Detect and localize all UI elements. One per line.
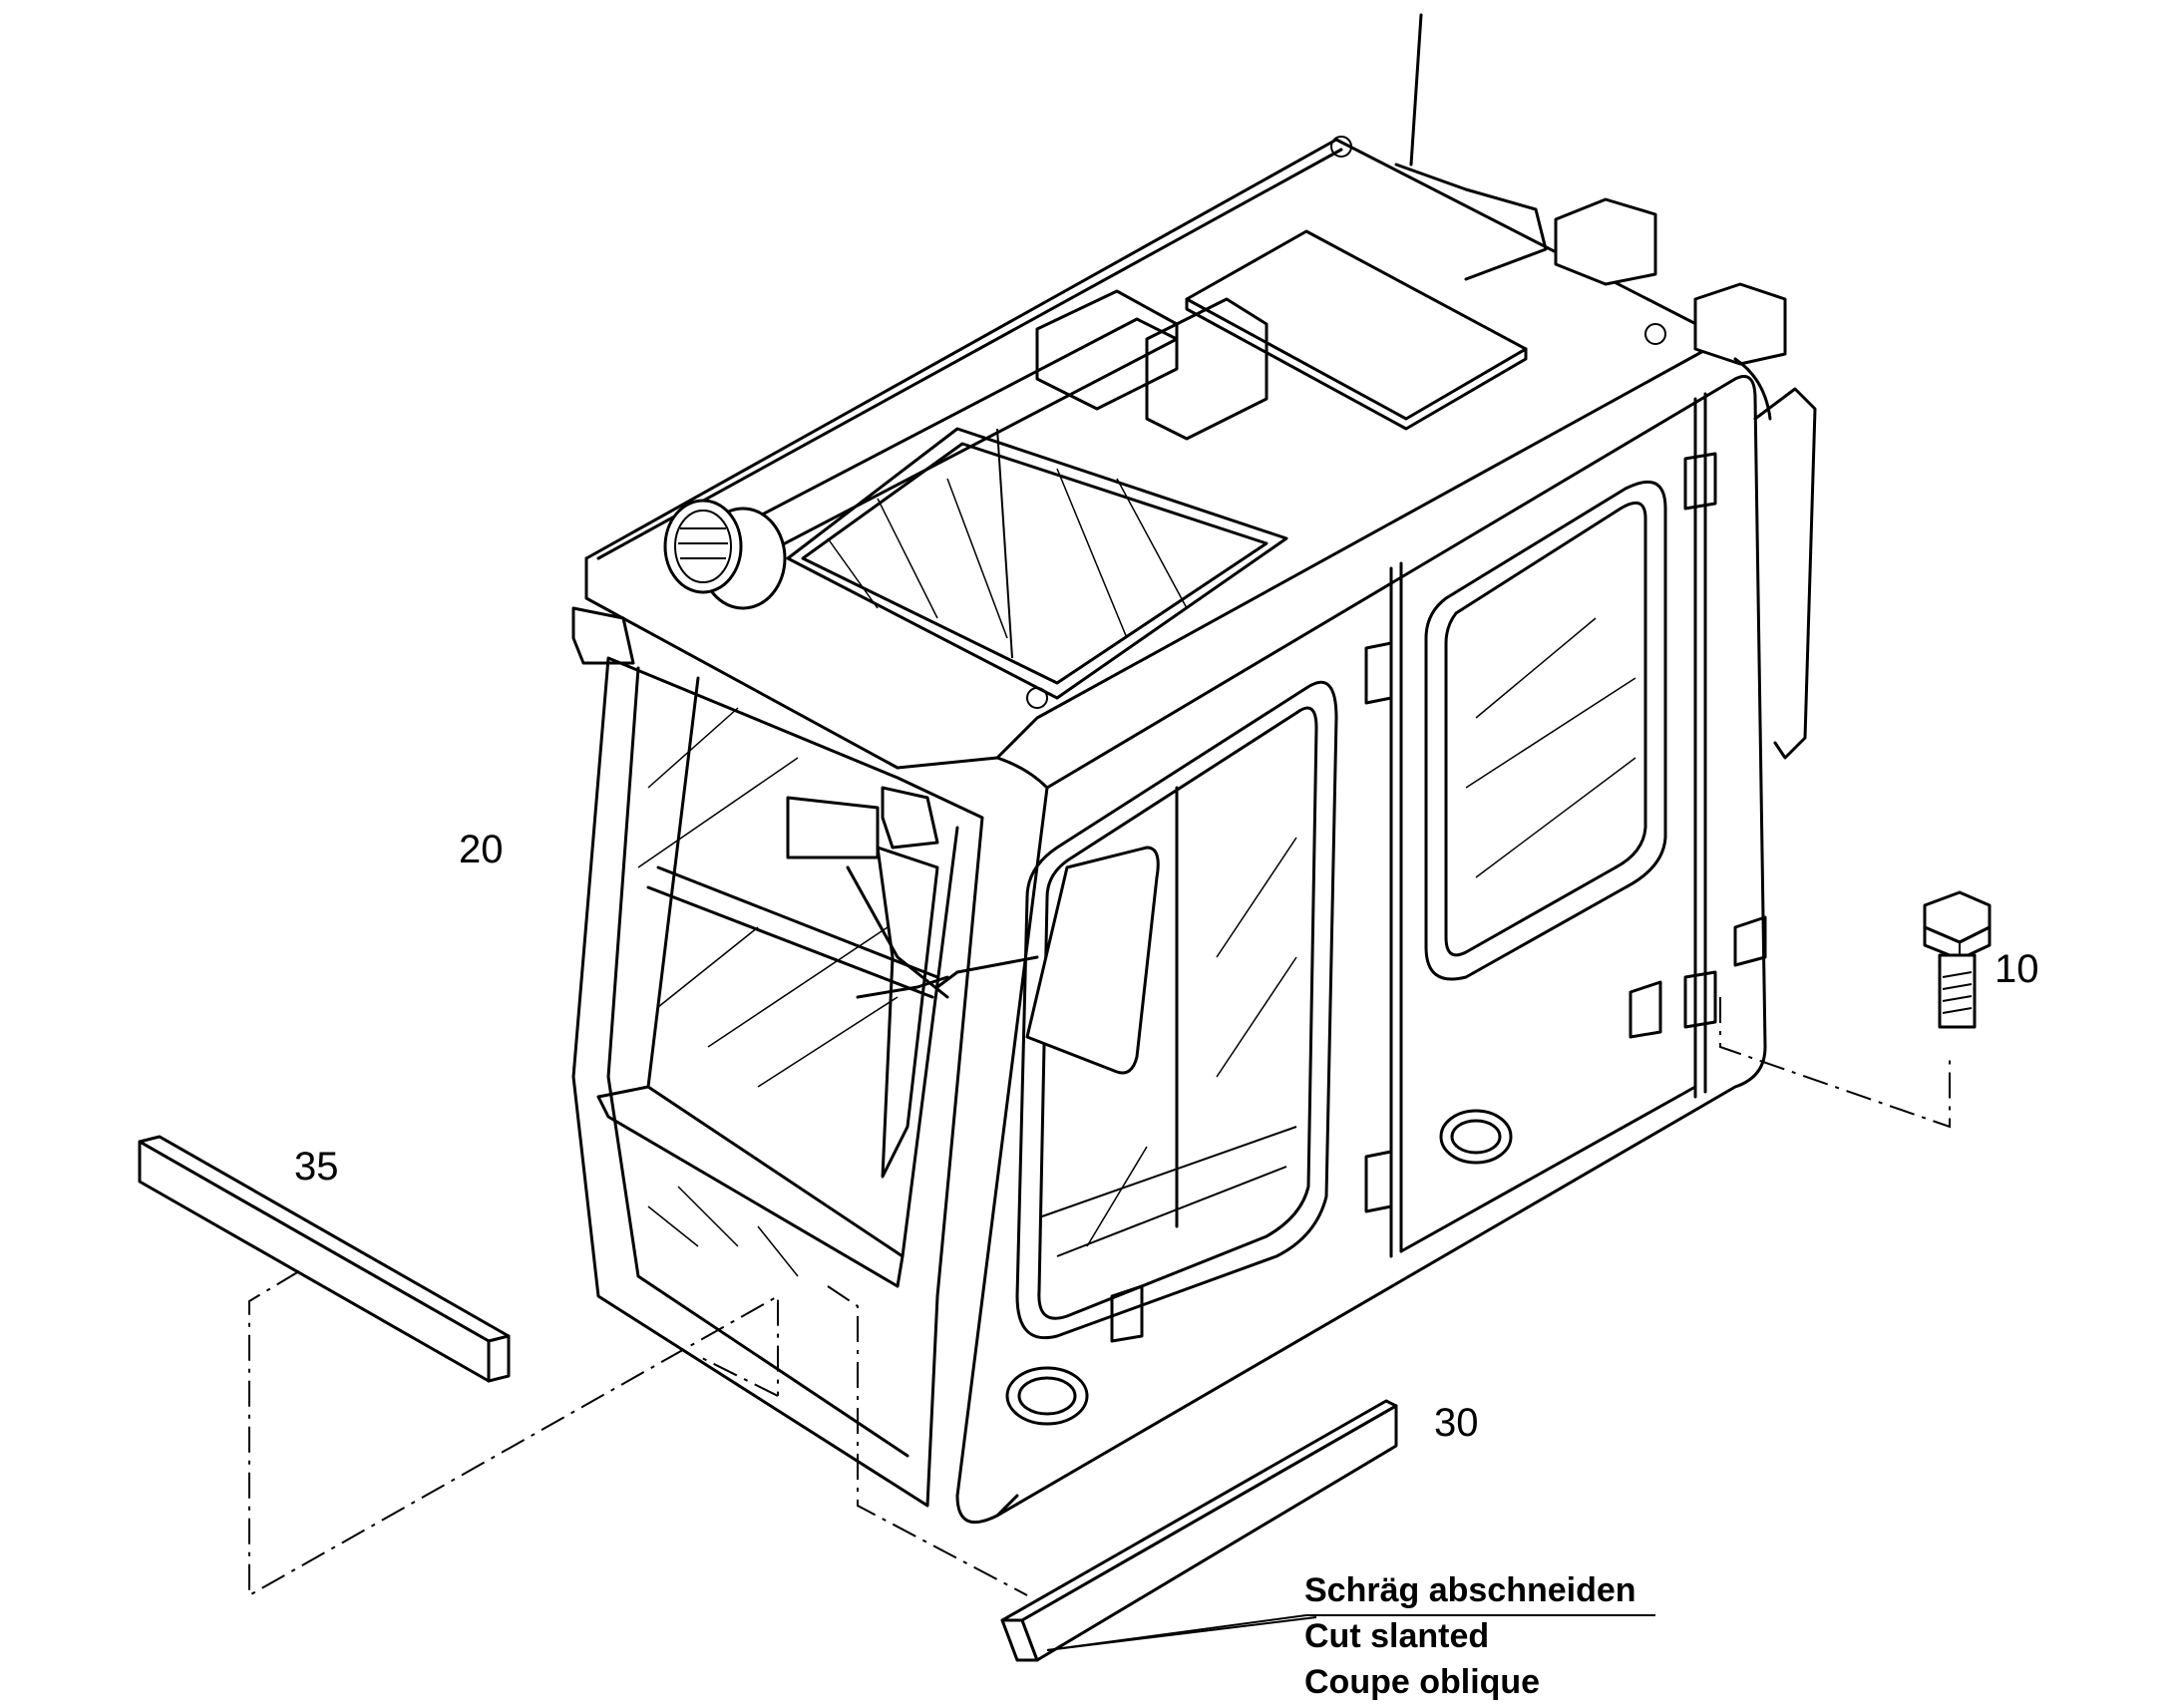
door-window-front bbox=[1015, 680, 1338, 1339]
rear-lamp-1 bbox=[1554, 197, 1657, 286]
front-windshield-frame bbox=[571, 656, 984, 1508]
front-lamp-center bbox=[881, 786, 939, 850]
callout-35: 35 bbox=[294, 1145, 339, 1189]
rear-lamp-2 bbox=[1693, 282, 1787, 366]
note-line-en: Cut slanted bbox=[1304, 1617, 1489, 1655]
cut-note-leader bbox=[1046, 1614, 1655, 1651]
door-window-rear bbox=[1424, 480, 1667, 981]
callout-20: 20 bbox=[459, 828, 504, 871]
door-handle-rear bbox=[1439, 1109, 1513, 1165]
cab-roof bbox=[584, 138, 1727, 770]
front-wiper bbox=[876, 846, 939, 1179]
a-pillar bbox=[955, 756, 1049, 1525]
note-line-fr: Coupe oblique bbox=[1304, 1663, 1540, 1701]
operator-cab bbox=[571, 13, 1817, 1525]
work-light bbox=[663, 499, 787, 610]
callout-10: 10 bbox=[1995, 947, 2039, 991]
antenna bbox=[1409, 13, 1423, 167]
interior-mirror bbox=[786, 796, 880, 859]
note-line-de: Schräg abschneiden bbox=[1304, 1571, 1636, 1609]
hex-bolt bbox=[1923, 890, 1992, 1029]
assembly-lines bbox=[248, 997, 1951, 1597]
seal-strip-right bbox=[1000, 1399, 1398, 1662]
wiper-motor bbox=[1035, 289, 1179, 411]
door-handle-front bbox=[1005, 1366, 1089, 1426]
side-mirror bbox=[1025, 846, 1160, 1075]
roof-window bbox=[786, 427, 1288, 700]
seal-strip-left bbox=[138, 1135, 511, 1383]
grab-handle bbox=[1753, 387, 1817, 760]
callout-30: 30 bbox=[1434, 1401, 1479, 1445]
